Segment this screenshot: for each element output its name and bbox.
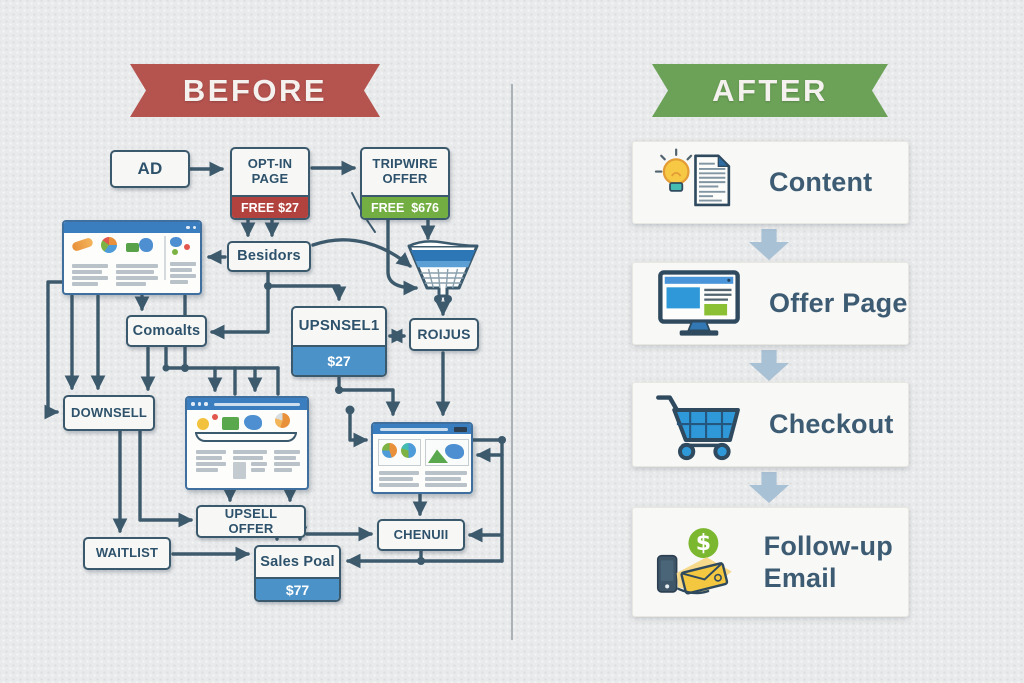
- node-roijus: ROIJUS: [409, 318, 479, 351]
- upsnsel-price-banner: $27: [293, 345, 385, 375]
- upsnsel-price-text: $27: [327, 353, 351, 369]
- tray-icon: [195, 432, 297, 442]
- tripwire-free-text: FREE: [371, 200, 405, 215]
- browser-titlebar: [64, 222, 200, 233]
- step-label-content: Content: [769, 167, 873, 198]
- optin-price-text: $27: [278, 200, 299, 215]
- tripwire-label: TRIPWIRE OFFER: [372, 156, 438, 186]
- svg-text:$: $: [696, 531, 711, 556]
- step-card-offer-page: Offer Page: [632, 262, 909, 345]
- pie-chart-icon: [382, 443, 397, 458]
- offer-page-monitor-icon: [658, 269, 740, 336]
- connector-junction-dots: [162, 282, 506, 565]
- optin-free-text: FREE: [241, 200, 275, 215]
- sales-price-banner: $77: [256, 577, 339, 600]
- webpage-report-thumbnail-icon: [371, 422, 473, 494]
- browser-titlebar: [187, 398, 307, 410]
- optin-price-banner: FREE $27: [232, 195, 308, 218]
- node-optin-page: OPT-IN PAGE FREE $27: [230, 147, 310, 220]
- blue-blob-icon: [244, 415, 262, 430]
- node-upsnsel: UPSNSEL1 $27: [291, 306, 387, 377]
- tripwire-price-banner: FREE $676: [362, 195, 448, 218]
- panel-divider: [511, 84, 513, 640]
- webpage-analytics-thumbnail-icon: [62, 220, 202, 295]
- browser-titlebar: [373, 424, 471, 434]
- step-label-checkout: Checkout: [769, 409, 894, 440]
- yellow-dot-icon: [197, 418, 209, 430]
- before-banner-label: BEFORE: [182, 72, 328, 108]
- lightbulb-document-icon: [654, 148, 731, 206]
- after-banner: AFTER: [652, 64, 888, 117]
- node-chenui: CHENUII: [377, 519, 465, 551]
- step-label-follow-up-email: Follow-up Email: [763, 530, 893, 593]
- step-card-checkout: Checkout: [632, 382, 909, 467]
- upsnsel-label: UPSNSEL1: [298, 317, 380, 335]
- bar-chart-icon: [126, 243, 139, 252]
- after-banner-label: AFTER: [712, 72, 828, 108]
- sales-poal-label: Sales Poal: [260, 553, 335, 570]
- tripwire-price-text: $676: [411, 200, 439, 215]
- node-besidors: Besidors: [227, 241, 311, 272]
- node-comoalts: Comoalts: [126, 315, 207, 347]
- webpage-products-thumbnail-icon: [185, 396, 309, 490]
- node-waitlist: WAITLIST: [83, 537, 171, 570]
- step-card-content: Content: [632, 141, 909, 224]
- blue-blob-icon: [445, 444, 464, 459]
- sales-funnel-icon: [407, 240, 479, 303]
- node-downsell: DOWNSELL: [63, 395, 155, 431]
- optin-label: OPT-IN PAGE: [247, 156, 293, 186]
- node-ad: AD: [110, 150, 190, 188]
- capsule-chart-icon: [71, 236, 94, 253]
- sales-price-text: $77: [285, 581, 310, 598]
- blue-blob-icon: [139, 238, 153, 252]
- thumb-blob-icon: [170, 237, 182, 247]
- before-banner: BEFORE: [130, 64, 380, 117]
- pie-chart-icon: [401, 443, 416, 458]
- node-upsell-offer: UPSELL OFFER: [196, 505, 306, 538]
- node-tripwire-offer: TRIPWIRE OFFER FREE $676: [360, 147, 450, 220]
- money-hand-email-icon: $: [656, 528, 732, 595]
- step-label-offer-page: Offer Page: [769, 288, 908, 319]
- node-sales-poal: Sales Poal $77: [254, 545, 341, 602]
- green-box-icon: [222, 417, 239, 430]
- swirl-icon: [275, 413, 290, 428]
- pie-chart-icon: [101, 237, 117, 253]
- shopping-cart-icon: [656, 394, 740, 460]
- step-card-follow-up-email: $ Follow-up Email: [632, 507, 909, 617]
